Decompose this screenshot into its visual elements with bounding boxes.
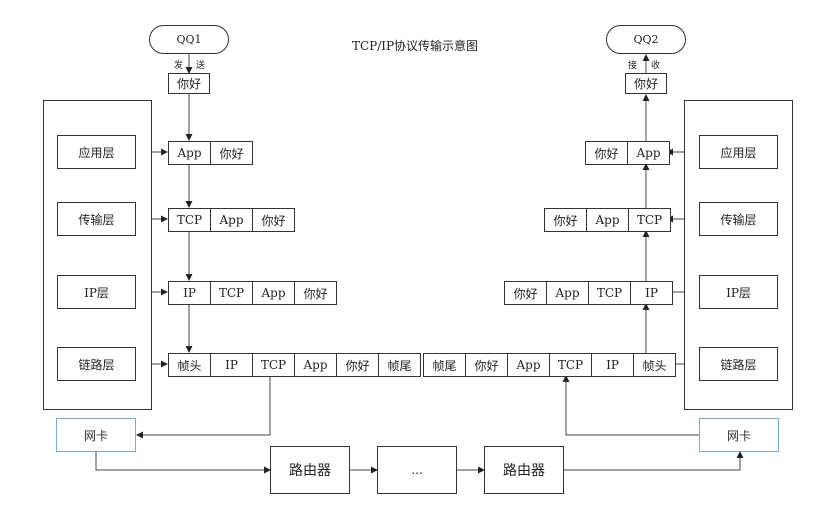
receiver-layer-ip: IP层	[699, 275, 778, 309]
packet-cell: 帧头	[633, 353, 676, 377]
packet-cell: App	[507, 353, 550, 377]
packet-cell: App	[546, 281, 589, 305]
arrow-router-to-nic	[564, 451, 744, 471]
packet-cell: 你好	[294, 281, 337, 305]
packet-cell: 帧头	[168, 353, 211, 377]
sender-action-label-2: 送	[196, 61, 206, 71]
receiver-layer-transport: 传输层	[699, 202, 778, 236]
receiver-packet-frame: 帧尾 你好 App TCP IP 帧头	[423, 353, 676, 377]
sender-packet-frame: 帧头 IP TCP App 你好 帧尾	[168, 353, 421, 377]
packet-cell: App	[586, 208, 629, 232]
packet-cell: App	[294, 353, 337, 377]
packet-cell: 你好	[210, 141, 253, 165]
packet-cell: IP	[210, 353, 253, 377]
sender-packet-ip: IP TCP App 你好	[168, 281, 337, 305]
receiver-action-label-2: 收	[651, 61, 661, 71]
receiver-layer-application: 应用层	[699, 135, 778, 169]
packet-cell: TCP	[628, 208, 671, 232]
diagram-title: TCP/IP协议传输示意图	[351, 39, 479, 53]
packet-cell: App	[252, 281, 295, 305]
receiver-packet-transport: 你好 App TCP	[544, 208, 671, 232]
packet-cell: 你好	[465, 353, 508, 377]
packet-cell: TCP	[588, 281, 631, 305]
sender-node: QQ1	[149, 25, 229, 54]
sender-layer-link: 链路层	[57, 347, 136, 381]
sender-action-label-1: 发	[174, 61, 184, 71]
sender-packet-application: App 你好	[168, 141, 253, 165]
sender-layer-transport: 传输层	[57, 202, 136, 236]
receiver-node: QQ2	[606, 25, 686, 54]
packet-cell: 你好	[336, 353, 379, 377]
packet-cell: 帧尾	[378, 353, 421, 377]
packet-cell: 你好	[585, 141, 628, 165]
sender-layer-application: 应用层	[57, 135, 136, 169]
packet-cell: TCP	[210, 281, 253, 305]
packet-cell: 你好	[544, 208, 587, 232]
packet-cell: IP	[168, 281, 211, 305]
arrow-nic-to-router	[95, 451, 271, 474]
packet-cell: 你好	[504, 281, 547, 305]
receiver-nic: 网卡	[699, 418, 779, 452]
packet-cell: App	[627, 141, 670, 165]
packet-cell: App	[210, 208, 253, 232]
packet-cell: IP	[630, 281, 673, 305]
receiver-packet-application: 你好 App	[585, 141, 670, 165]
sender-message: 你好	[168, 73, 210, 94]
router-2: 路由器	[484, 446, 564, 494]
receiver-action-label-1: 接	[628, 61, 638, 71]
packet-cell: TCP	[252, 353, 295, 377]
packet-cell: 你好	[252, 208, 295, 232]
receiver-layer-link: 链路层	[699, 347, 778, 381]
receiver-packet-ip: 你好 App TCP IP	[504, 281, 673, 305]
sender-layer-ip: IP层	[57, 275, 136, 309]
packet-cell: TCP	[168, 208, 211, 232]
arrow-nic-to-frame	[562, 375, 699, 436]
packet-cell: 帧尾	[423, 353, 466, 377]
packet-cell: IP	[591, 353, 634, 377]
sender-nic: 网卡	[56, 418, 136, 452]
router-1: 路由器	[270, 446, 350, 494]
network-ellipsis: ...	[377, 446, 457, 494]
receiver-message: 你好	[625, 73, 667, 94]
arrow-frame-to-nic	[136, 375, 271, 439]
packet-cell: App	[168, 141, 211, 165]
sender-packet-transport: TCP App 你好	[168, 208, 295, 232]
packet-cell: TCP	[549, 353, 592, 377]
